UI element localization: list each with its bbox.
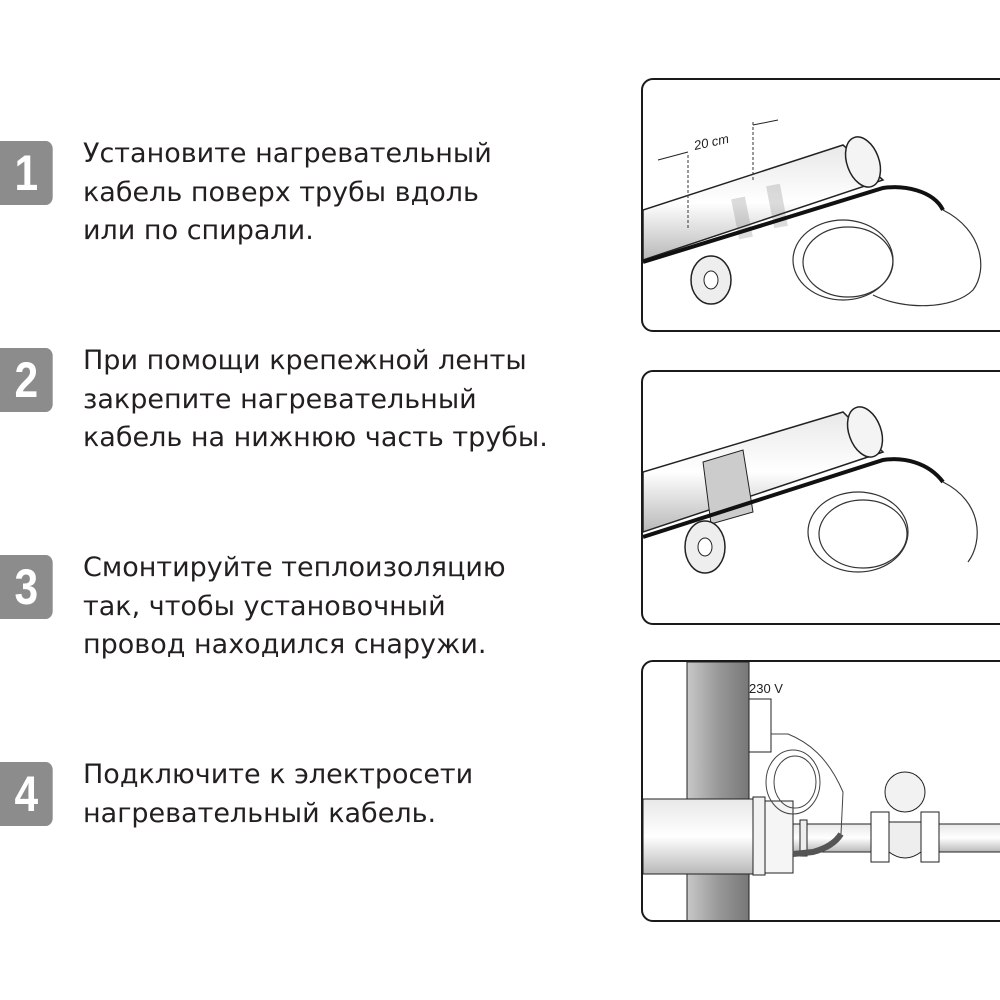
illustration-tape-fixing bbox=[641, 370, 1000, 625]
step-text-line: При помощи крепежной ленты bbox=[83, 345, 527, 376]
step-text-line: Подключите к электросети bbox=[83, 759, 474, 790]
step-text-line: кабель на нижнюю часть трубы. bbox=[83, 422, 548, 453]
step-number-badge: 1 bbox=[0, 141, 53, 205]
illustration-cable-along-pipe: 20 cm bbox=[641, 78, 1000, 332]
voltage-label: 230 V bbox=[749, 681, 783, 696]
step-text-line: или по спирали. bbox=[83, 215, 314, 246]
step-text: При помощи крепежной ленты закрепите наг… bbox=[83, 342, 603, 458]
step-text: Смонтируйте теплоизоляцию так, чтобы уст… bbox=[83, 549, 603, 665]
step-text: Подключите к электросети нагревательный … bbox=[83, 756, 603, 833]
step-text-line: так, чтобы установочный bbox=[83, 590, 446, 622]
spacing-label: 20 cm bbox=[692, 131, 731, 153]
pipe-with-cable-illustration: 20 cm bbox=[643, 119, 982, 307]
connection-illustration: 230 V bbox=[643, 662, 1000, 920]
step-number-badge: 2 bbox=[0, 348, 53, 412]
step-text: Установите нагревательный кабель поверх … bbox=[83, 135, 603, 251]
pipe-with-tape-illustration bbox=[643, 406, 978, 574]
step-number-badge: 4 bbox=[0, 762, 53, 826]
step-text-line: закрепите нагревательный bbox=[83, 383, 477, 415]
step-number-badge: 3 bbox=[0, 555, 53, 619]
step-text-line: Установите нагревательный bbox=[83, 138, 492, 169]
step-text-line: провод находился снаружи. bbox=[83, 629, 487, 660]
step-text-line: Смонтируйте теплоизоляцию bbox=[83, 552, 506, 583]
step-text-line: нагревательный кабель. bbox=[83, 797, 437, 829]
illustration-power-connection: 230 V bbox=[641, 660, 1000, 922]
step-text-line: кабель поверх трубы вдоль bbox=[83, 176, 479, 208]
